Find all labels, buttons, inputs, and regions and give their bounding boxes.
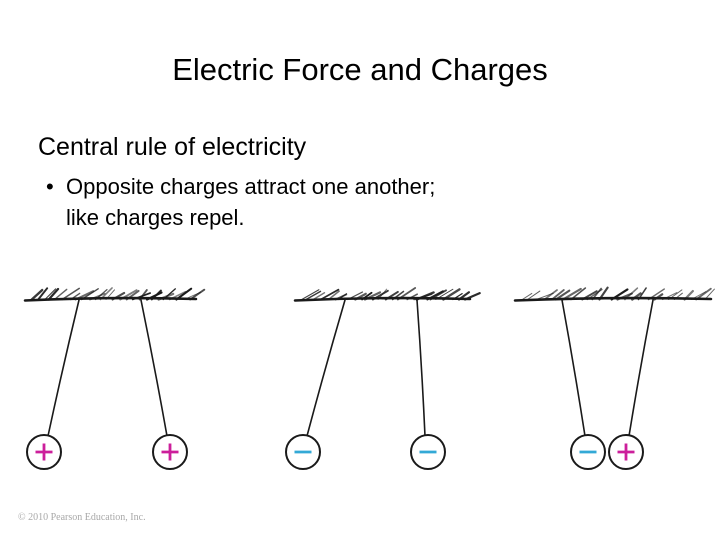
pendulum-string [47,299,80,437]
bullet-text-line-1: Opposite charges attract one another; [66,174,436,199]
support-bar-hatch [94,288,108,301]
support-bar-hatch [396,287,417,301]
support-bar-hatch [695,287,712,301]
support-bar-hatch [363,291,382,301]
support-bar-hatch [647,288,665,301]
support-bar-hatch [70,292,81,301]
support-bar-hatch [189,288,206,301]
support-bar-hatch [354,292,367,301]
support-bar-hatch [668,289,683,301]
support-bar-hatch [391,290,405,301]
bullet-item: • Opposite charges attract one another; [38,171,658,202]
support-bar-hatch [527,290,541,300]
support-bar-hatch [150,289,162,301]
charge-figure-two-positive-charges [23,287,206,470]
pendulum-string [416,299,426,437]
support-bar-hatch [452,293,463,301]
support-bar-hatch [435,288,454,300]
support-bar-hatch [631,292,642,301]
support-bar-hatch [47,287,60,301]
support-bar-hatch [168,290,187,301]
support-bar-hatch [570,287,587,301]
support-bar-hatch [53,288,68,301]
charge-figure-two-negative-charges [285,287,481,470]
page-title: Electric Force and Charges [172,52,548,87]
support-bar-hatch [610,288,629,301]
support-bar-hatch [624,287,639,301]
support-bar-hatch [80,288,99,301]
pendulum-string [561,299,586,437]
support-bar-hatch [312,292,326,301]
pendulum-string [628,299,654,437]
support-bar-hatch [89,292,106,301]
support-bar-hatch [327,290,340,301]
support-bar-hatch [581,290,598,301]
support-bar-hatch [637,287,647,301]
support-bar-hatch [138,289,148,301]
support-bar-hatch [457,291,471,301]
support-bar-rule [293,296,472,302]
charge-diagrams-group [0,268,720,493]
support-bar-hatch [337,293,348,301]
support-bar-hatch [521,292,533,301]
support-bar-hatch [37,287,49,301]
support-bar-hatch [429,289,447,301]
charge-diagrams-svg [23,286,715,470]
bullet-text-line-2: like charges repel. [66,205,245,230]
support-bar-hatch [415,291,435,301]
copyright-footer: © 2010 Pearson Education, Inc. [18,512,146,523]
support-bar-hatch [591,287,602,301]
support-bar-hatch [175,287,193,301]
support-bar-hatch [30,288,44,301]
support-bar-hatch [377,288,388,300]
support-bar-hatch [99,287,113,301]
support-bar-hatch [442,288,461,301]
support-bar-hatch [371,289,389,301]
support-bar-hatch [690,291,707,300]
support-bar-hatch [554,289,571,301]
pendulum-string [306,299,346,437]
support-bar-hatch [74,290,95,301]
support-bar [293,287,481,302]
support-bar-hatch [653,293,664,301]
support-bar-hatch [301,289,320,301]
support-bar-hatch [384,290,399,301]
support-bar-hatch [683,289,694,301]
support-bar-hatch [162,288,176,301]
lead-statement: Central rule of electricity [38,133,307,161]
support-bar-hatch [598,286,609,301]
support-bar-hatch [463,292,481,301]
support-bar-hatch [347,291,364,301]
support-bar-hatch [673,292,683,301]
support-bar-hatch [111,291,126,301]
slide-body: Central rule of electricity • Opposite c… [38,131,658,233]
support-bar-hatch [305,290,322,301]
support-bar-hatch [61,287,81,301]
support-bar-hatch [704,288,715,300]
support-bar-hatch [543,289,558,301]
support-bar [513,286,715,302]
bullet-marker-icon: • [46,174,54,199]
support-bar-hatch [125,289,140,301]
support-bar-hatch [361,291,373,301]
support-bar-hatch [551,289,565,301]
support-bar-hatch [119,289,138,301]
support-bar-hatch [406,293,418,301]
support-bar-hatch [44,288,57,301]
support-bar-hatch [105,289,115,300]
charge-figure-opposite-charges [513,286,715,470]
pendulum-string [140,299,168,437]
support-bar-hatch [662,292,678,301]
support-bar-hatch [561,287,582,301]
support-bar [23,287,206,302]
support-bar-hatch [319,288,340,301]
